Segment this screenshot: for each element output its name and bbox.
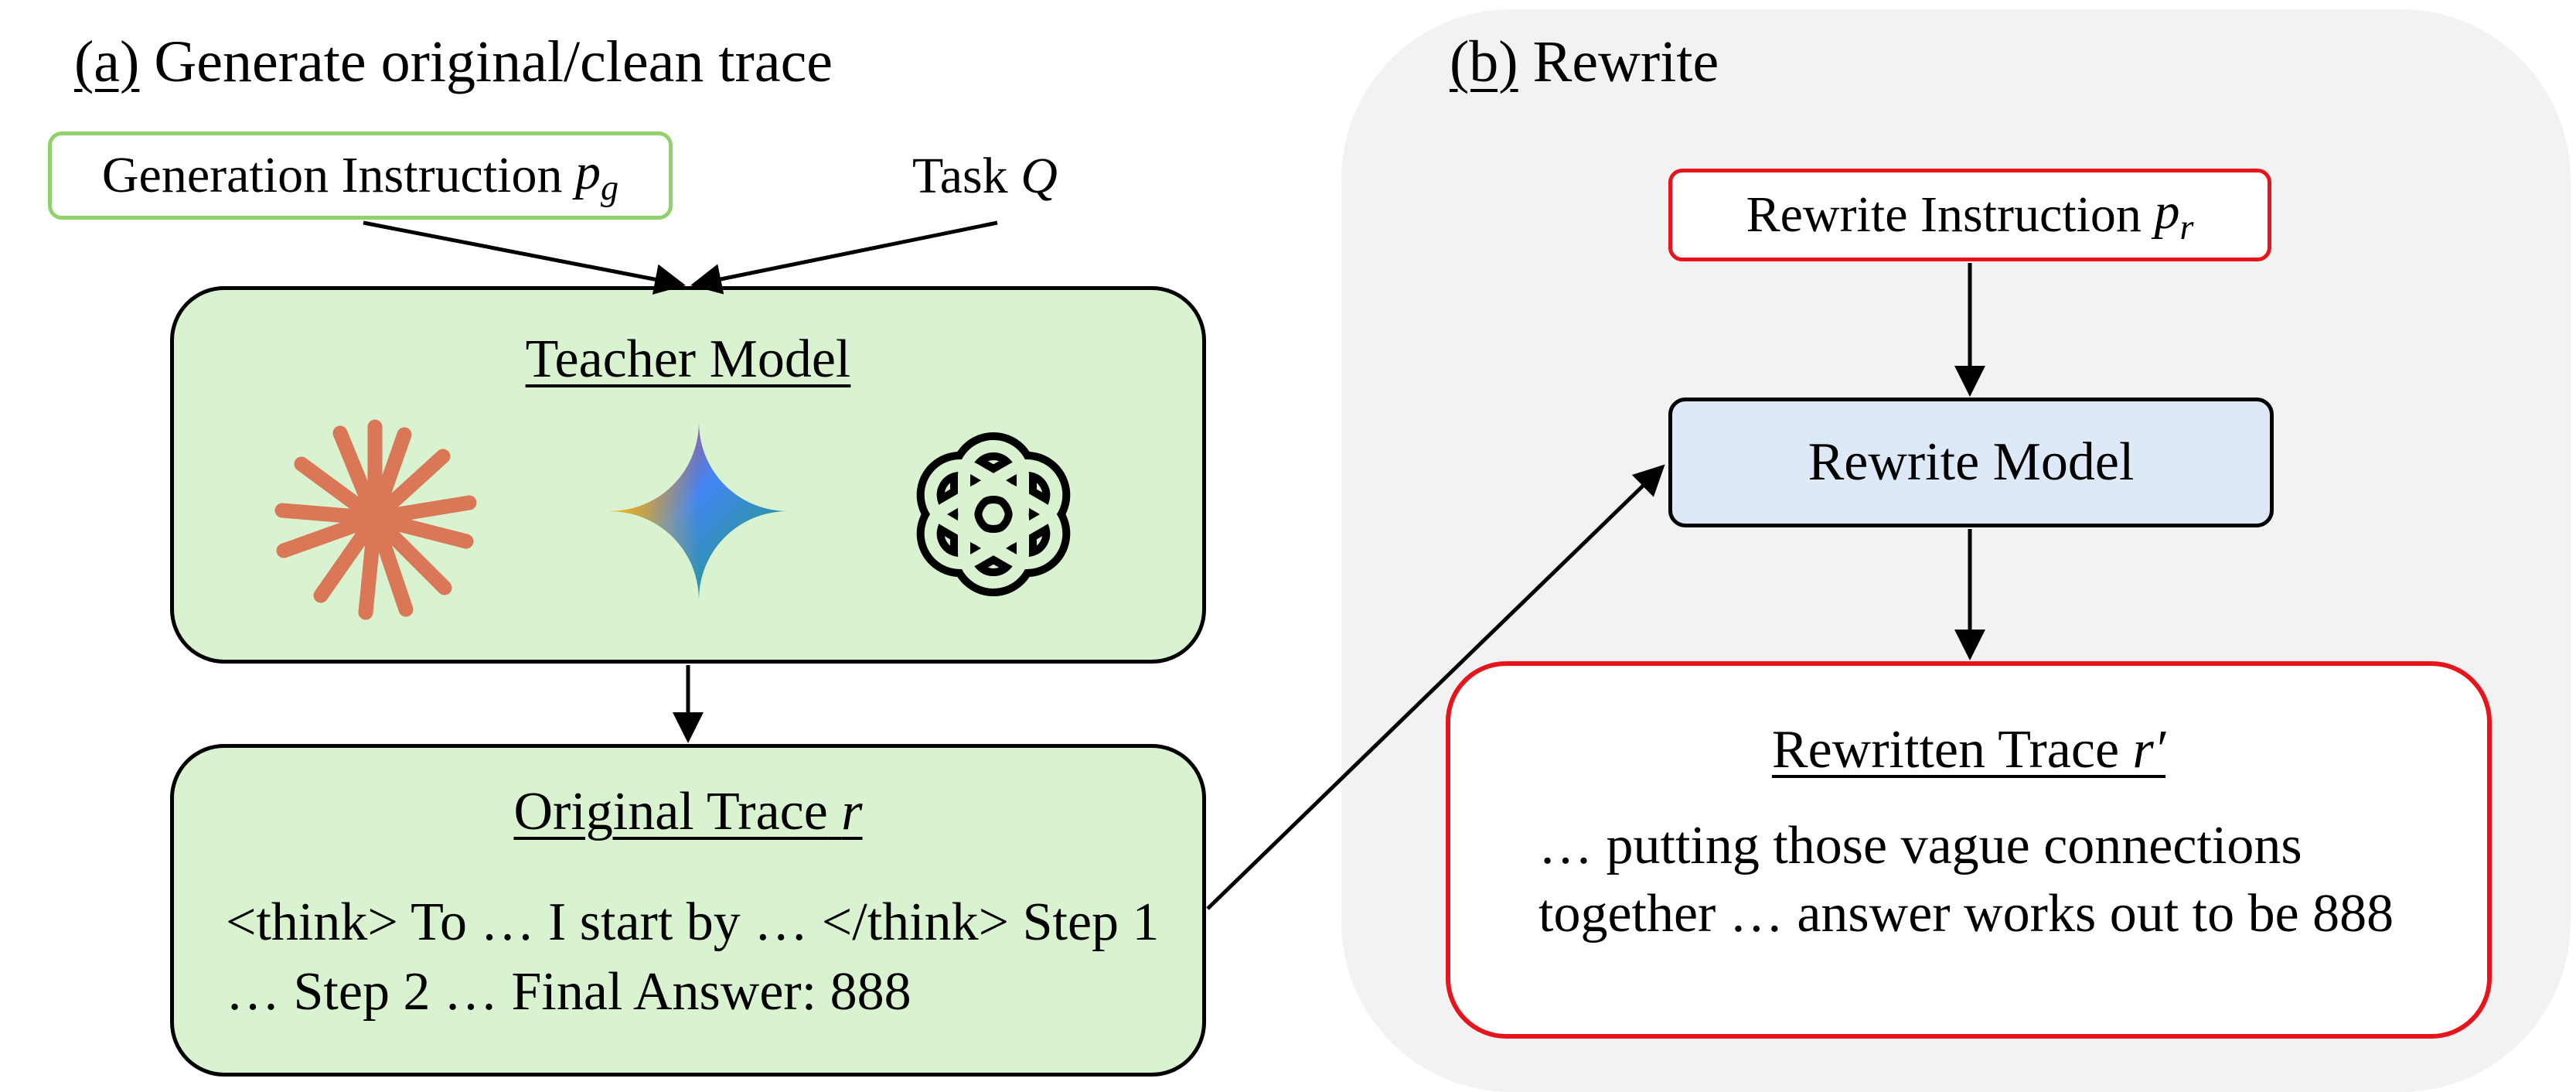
panel-b-title: (b) Rewrite [1450,32,1719,91]
rewrite-instruction-label: Rewrite Instruction [1746,186,2142,243]
original-trace-content: <think> To … I start by … </think> Step … [226,892,1160,1022]
original-trace-title: Original Trace r [513,782,863,841]
panel-b-label: (b) [1450,29,1518,94]
panel-a-heading: Generate original/clean trace [154,29,833,94]
gemini-icon [609,421,789,601]
panel-a-title: (a) Generate original/clean trace [74,32,833,91]
panel-a-label: (a) [74,29,140,94]
generation-instruction-label: Generation Instruction [101,147,563,203]
original-to-rewrite-model-arrow [1206,464,1665,910]
original-trace-box [170,744,1206,1077]
rewrite-instruction-symbol: pr [2154,183,2194,247]
task-to-teacher-arrow [690,220,998,295]
rewritten-trace-content: … putting those vague connections togeth… [1538,816,2394,944]
claude-icon [274,419,477,620]
openai-icon [916,432,1071,596]
rewritten-trace-box [1446,661,2492,1039]
generation-instruction-box: Generation Instruction pg [48,131,673,220]
generation-to-teacher-arrow [363,220,686,295]
rewrite-model-label: Rewrite Model [1808,432,2135,492]
panel-b-heading: Rewrite [1532,29,1719,94]
generation-instruction-symbol: pg [575,143,619,208]
teacher-model-title: Teacher Model [525,329,851,389]
task-label: Task Q [912,148,1058,204]
rewrite-instruction-box: Rewrite Instruction pr [1668,169,2271,261]
task-symbol: Q [1021,148,1058,204]
rewrite-model-box: Rewrite Model [1668,398,2274,527]
rewritten-trace-title: Rewritten Trace r′ [1771,720,2166,780]
